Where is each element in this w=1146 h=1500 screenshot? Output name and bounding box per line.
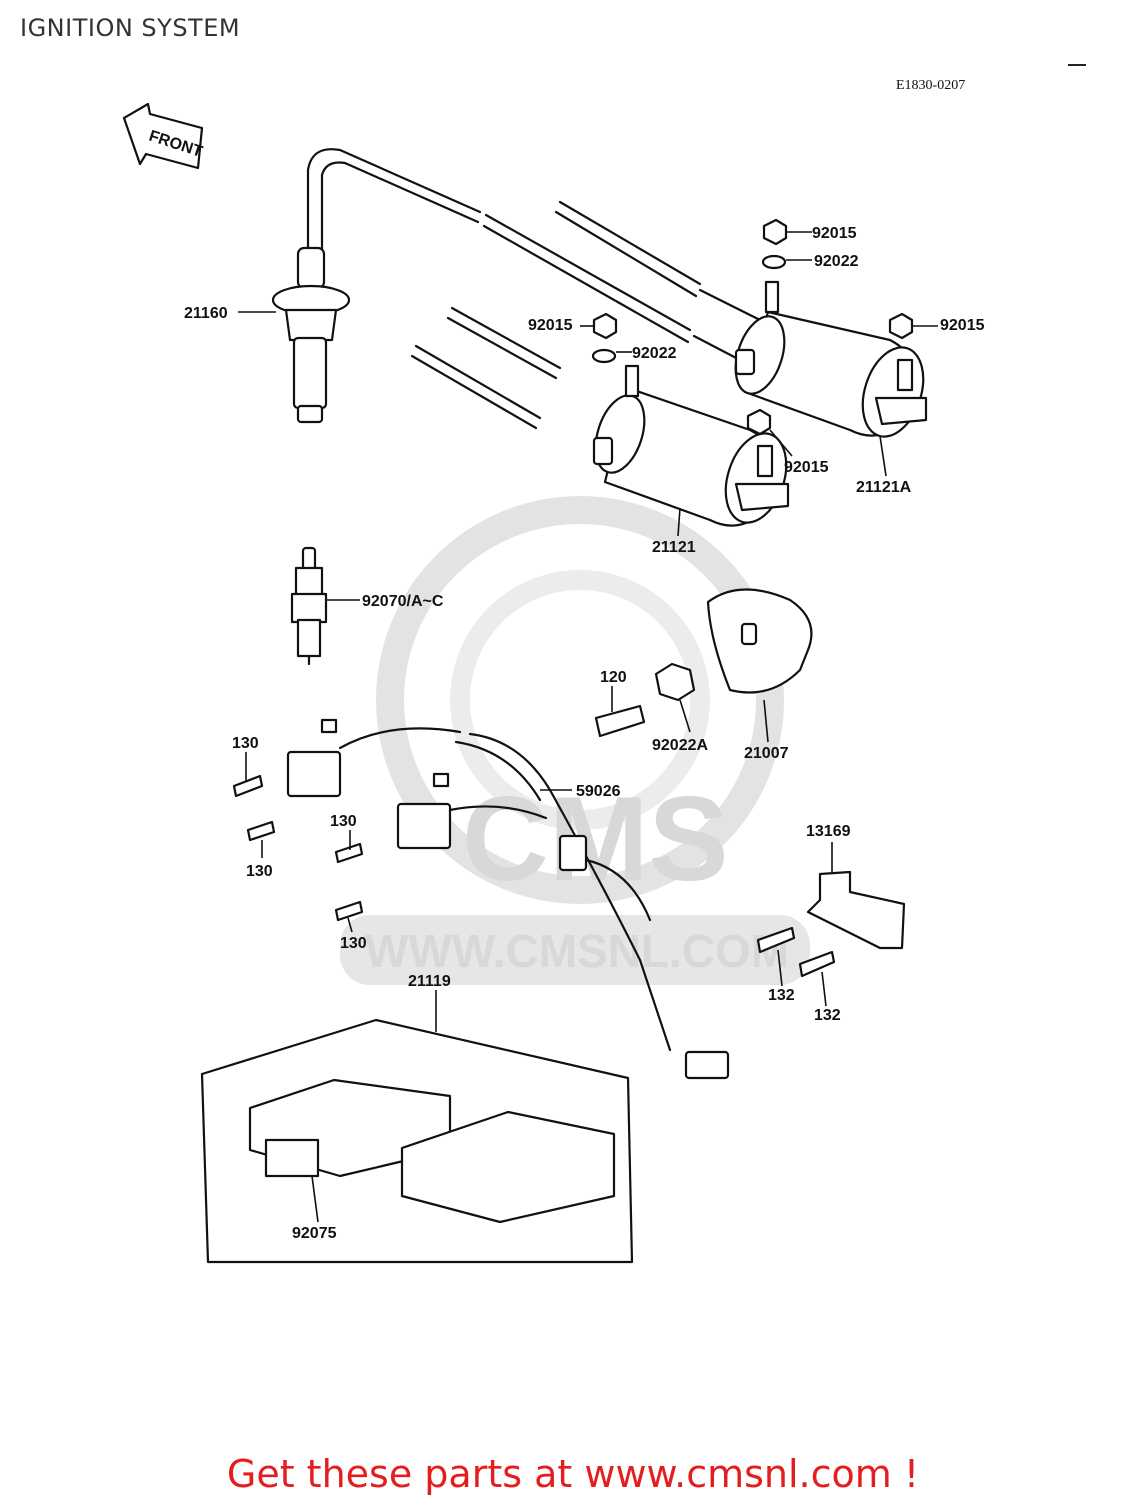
label-92022a: 92022 xyxy=(814,253,859,270)
label-130d: 130 xyxy=(340,935,367,952)
spark-plug xyxy=(290,546,328,666)
label-92022A: 92022A xyxy=(652,737,708,754)
label-92015d: 92015 xyxy=(784,459,829,476)
watermark-url: WWW.CMSNL.COM xyxy=(365,925,789,977)
label-130a: 130 xyxy=(232,735,259,752)
label-21121A: 21121A xyxy=(856,479,912,496)
label-92070: 92070/A~C xyxy=(362,593,444,610)
label-130c: 130 xyxy=(330,813,357,830)
nut-92015-right-icon xyxy=(888,312,914,340)
bolts-130 xyxy=(232,774,364,922)
footer-cta-link[interactable]: Get these parts at www.cmsnl.com ! xyxy=(226,1452,920,1496)
label-92015c: 92015 xyxy=(940,317,985,334)
watermark: CMS WWW.CMSNL.COM xyxy=(340,496,810,985)
label-120: 120 xyxy=(600,669,627,686)
pickup-harness xyxy=(286,718,730,1080)
igniter-box xyxy=(200,1018,634,1264)
label-132a: 132 xyxy=(768,987,795,1004)
spark-plug-cap xyxy=(271,246,351,424)
label-92022b: 92022 xyxy=(632,345,677,362)
label-132b: 132 xyxy=(814,1007,841,1024)
label-92075: 92075 xyxy=(292,1225,337,1242)
label-59026: 59026 xyxy=(576,783,621,800)
label-92015b: 92015 xyxy=(528,317,573,334)
bolt-120-icon xyxy=(594,704,646,738)
rotor-disc xyxy=(594,588,813,738)
parts-diagram: CMS WWW.CMSNL.COM FRONT xyxy=(122,102,985,1264)
label-21160: 21160 xyxy=(184,305,228,322)
label-21007: 21007 xyxy=(744,745,789,762)
washer-92022-top-icon xyxy=(761,254,787,270)
leader-lines xyxy=(238,231,938,1223)
nuts-washers xyxy=(591,218,914,436)
nut-92015-top-icon xyxy=(762,218,788,246)
nut-92015-low-icon xyxy=(746,408,772,436)
washer-92022-mid-icon xyxy=(591,348,617,364)
ignition-coil-21121 xyxy=(592,364,790,527)
page-title: IGNITION SYSTEM xyxy=(20,14,241,42)
bracket-13169 xyxy=(756,870,906,978)
diagram-code: E1830-0207 xyxy=(896,78,966,93)
part-labels: 21160 92015 92022 92015 92022 92015 9201… xyxy=(184,225,985,1242)
ignition-coil-21121A xyxy=(734,280,928,438)
label-130b: 130 xyxy=(246,863,273,880)
label-21121: 21121 xyxy=(652,539,696,556)
bolt-132b-icon xyxy=(798,950,836,978)
label-21119: 21119 xyxy=(408,973,451,990)
coil-leads xyxy=(410,200,762,430)
bolt-132a-icon xyxy=(756,926,796,954)
watermark-logo: CMS xyxy=(462,772,729,906)
label-92015a: 92015 xyxy=(812,225,857,242)
igniter-cover-92075-icon xyxy=(264,1138,320,1178)
harness-connector-icon xyxy=(684,1050,730,1080)
label-13169: 13169 xyxy=(806,823,851,840)
high-tension-lead xyxy=(306,148,742,362)
front-arrow-icon: FRONT xyxy=(122,102,205,170)
nut-92015-mid-icon xyxy=(592,312,618,340)
corner-dash xyxy=(1068,64,1086,66)
nut-92022A-icon xyxy=(654,662,696,702)
